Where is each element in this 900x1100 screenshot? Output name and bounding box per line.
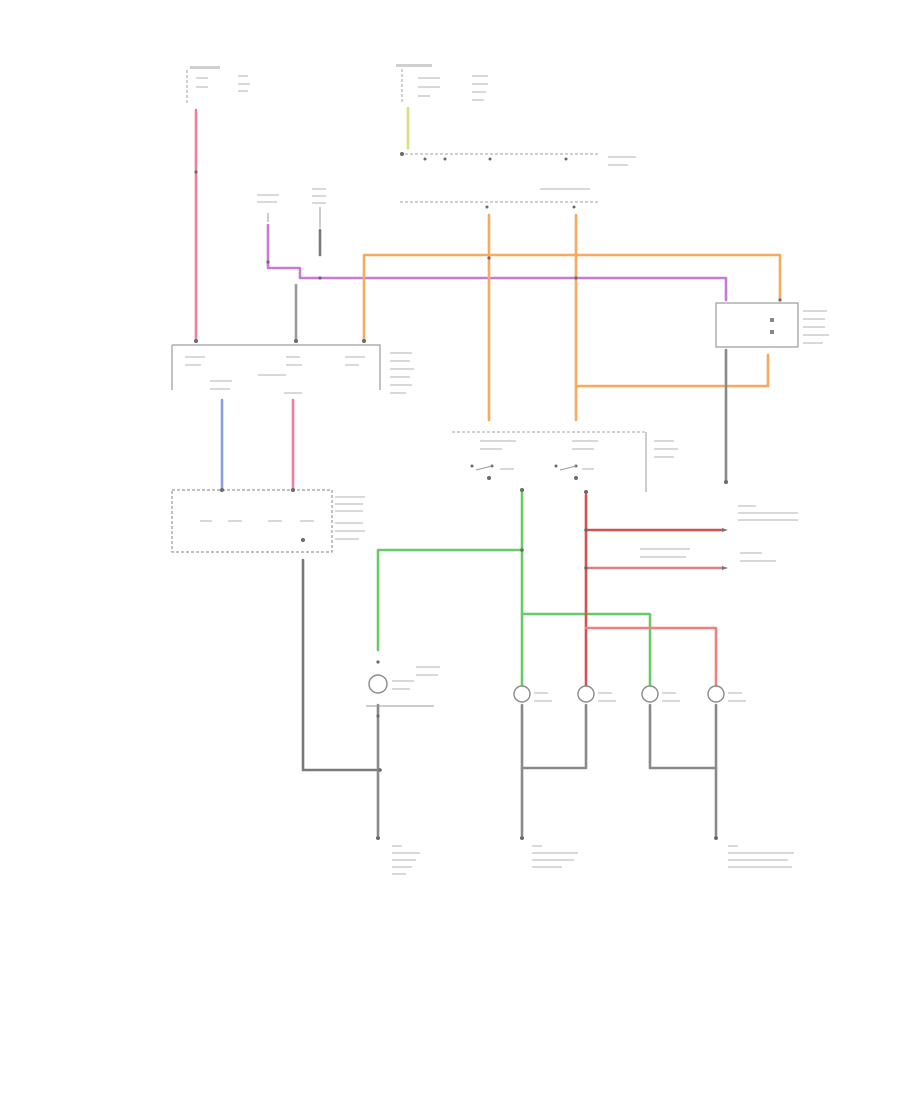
- splice-bus: [400, 152, 636, 209]
- ignition-switch: [396, 64, 488, 104]
- wire-orange-return: [574, 353, 770, 388]
- relay-box: [715, 302, 829, 348]
- wire-gray-lamp-return-4: [648, 703, 718, 770]
- control-module-upper: [171, 339, 414, 394]
- switch-labels: [257, 188, 326, 228]
- power-source-fuse-block: [186, 66, 250, 104]
- wire-orange-top: [362, 253, 782, 342]
- lamp-2: [577, 685, 616, 703]
- control-module-lower: [171, 488, 365, 553]
- wire-green-left: [376, 548, 524, 652]
- wire-gray-ground: [301, 558, 382, 772]
- wire-connectors: [194, 170, 782, 772]
- wire-violet: [266, 223, 728, 302]
- wire-gray-lamp-return-3: [520, 703, 588, 770]
- combination-switch: [452, 431, 678, 494]
- wire-red-lower-branch: [584, 626, 718, 692]
- right-reference-labels: [640, 480, 798, 570]
- indicator-lamp-left: [366, 666, 440, 707]
- ground-right: [714, 836, 794, 868]
- ground-left: [376, 836, 420, 875]
- ground-center: [520, 836, 578, 868]
- lamp-3: [641, 685, 680, 703]
- lamp-1: [513, 685, 552, 703]
- lamp-4: [707, 685, 746, 703]
- wire-green-branch-right: [520, 612, 652, 692]
